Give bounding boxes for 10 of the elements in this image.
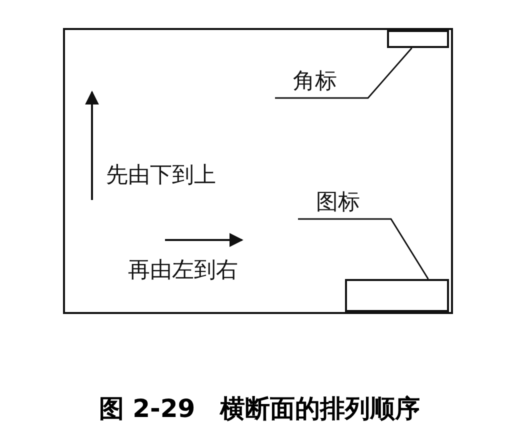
direction-note: 再由左到右 xyxy=(128,258,238,284)
title-block-box xyxy=(345,279,449,312)
leader-label: 图标 xyxy=(316,190,378,218)
leader-line xyxy=(275,48,412,99)
figure-caption: 图 2-29 横断面的排列顺序 xyxy=(98,393,422,425)
leader-label: 角标 xyxy=(293,69,355,97)
leader-line xyxy=(298,218,429,280)
direction-note: 先由下到上 xyxy=(106,163,216,189)
corner-mark-box xyxy=(387,30,449,48)
sheet-frame xyxy=(63,28,453,314)
